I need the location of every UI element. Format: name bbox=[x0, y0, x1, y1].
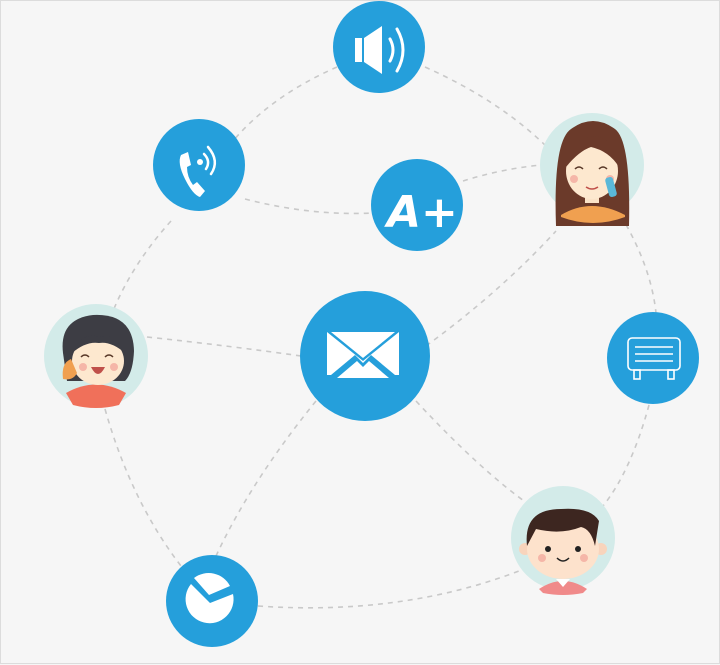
board-node-circle bbox=[607, 312, 699, 404]
speaker-icon bbox=[355, 26, 405, 74]
envelope-icon bbox=[327, 332, 399, 378]
girl-on-phone-avatar[interactable] bbox=[44, 304, 148, 408]
pie-chart-icon bbox=[185, 572, 234, 624]
grade-node[interactable]: A+ bbox=[371, 159, 463, 251]
link-phone-grade bbox=[244, 198, 374, 215]
link-mail-pie bbox=[215, 400, 317, 557]
boy-avatar[interactable] bbox=[511, 486, 615, 595]
board-node[interactable] bbox=[607, 312, 699, 404]
chart-node[interactable] bbox=[166, 555, 258, 647]
link-mail-boy bbox=[415, 400, 532, 507]
link-pie-boy bbox=[257, 570, 520, 609]
link-girl-pie bbox=[104, 408, 182, 567]
phone-ringing-icon bbox=[179, 145, 217, 197]
phone-node[interactable] bbox=[153, 119, 245, 211]
link-girl-mail bbox=[146, 336, 302, 357]
link-board-boy bbox=[602, 404, 650, 507]
grade-node-circle bbox=[371, 159, 463, 251]
chart-node-circle bbox=[166, 555, 258, 647]
grade-a-plus-icon: A+ bbox=[384, 187, 458, 238]
woman-on-phone-avatar[interactable] bbox=[540, 113, 644, 226]
link-woman-board bbox=[620, 215, 657, 314]
mail-node[interactable] bbox=[300, 291, 430, 421]
link-speaker-phone bbox=[232, 66, 338, 142]
link-mail-woman bbox=[425, 230, 557, 347]
speaker-node[interactable] bbox=[333, 1, 425, 93]
link-grade-woman bbox=[462, 164, 542, 182]
phone-node-circle bbox=[153, 119, 245, 211]
signboard-icon bbox=[627, 337, 681, 380]
connections bbox=[104, 66, 657, 609]
link-speaker-woman bbox=[424, 66, 550, 150]
